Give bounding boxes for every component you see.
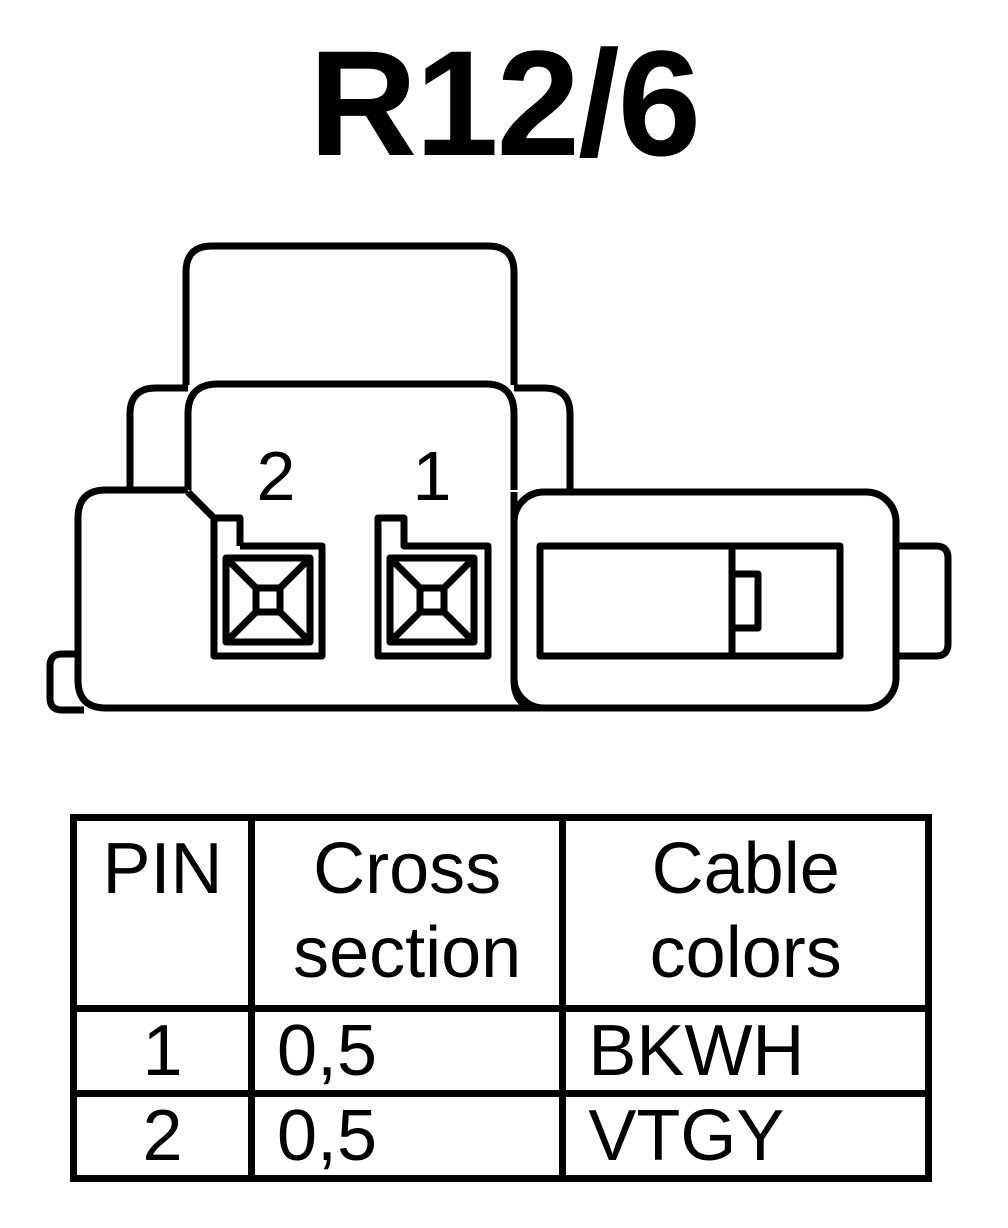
row-pin: 1 xyxy=(70,1005,255,1097)
connector-left-foot xyxy=(46,650,84,714)
table-row: 2 0,5 VTGY xyxy=(70,1090,932,1182)
pin-2-cavity xyxy=(210,518,326,660)
connector-diagram: 2 1 xyxy=(46,242,952,714)
table-row: 1 0,5 BKWH xyxy=(70,1005,932,1097)
connector-left-shoulder xyxy=(126,384,188,494)
pin-1-terminal-center xyxy=(416,584,448,616)
header-cable-colors-line-1: Cable xyxy=(651,829,840,909)
pin-label-2: 2 xyxy=(257,437,296,515)
connector-window xyxy=(536,542,844,660)
pin-2-terminal-center xyxy=(252,584,284,616)
header-cross-section-line-1: Cross xyxy=(313,829,502,909)
connector-window-tab xyxy=(728,570,762,632)
header-cable-colors: Cable colors xyxy=(559,814,932,1012)
connector-title: R12/6 xyxy=(308,19,701,187)
row-cross-section: 0,5 xyxy=(247,1090,567,1182)
header-pin: PIN xyxy=(70,814,255,1012)
pin-assignment-table: PIN Cross section Cable colors 1 0,5 BKW… xyxy=(70,814,932,1182)
connector-right-nub xyxy=(896,542,952,660)
header-cross-section: Cross section xyxy=(247,814,567,1012)
pin-2-chamfer xyxy=(185,489,244,546)
connector-inner-housing xyxy=(184,380,518,490)
pin-1-terminal xyxy=(386,554,478,646)
row-cable-colors: BKWH xyxy=(559,1005,932,1097)
pin-2-terminal xyxy=(222,554,314,646)
header-cross-section-line-2: section xyxy=(293,913,522,993)
connector-right-module xyxy=(510,488,900,712)
table-header-row: PIN Cross section Cable colors xyxy=(70,814,932,1012)
pin-1-cavity xyxy=(374,514,492,660)
pin-label-1: 1 xyxy=(413,437,452,515)
row-pin: 2 xyxy=(70,1090,255,1182)
connector-top-latch xyxy=(182,242,518,385)
row-cable-colors: VTGY xyxy=(559,1090,932,1182)
header-cable-colors-line-2: colors xyxy=(649,913,842,993)
row-cross-section: 0,5 xyxy=(247,1005,567,1097)
connector-right-shoulder xyxy=(514,384,574,492)
